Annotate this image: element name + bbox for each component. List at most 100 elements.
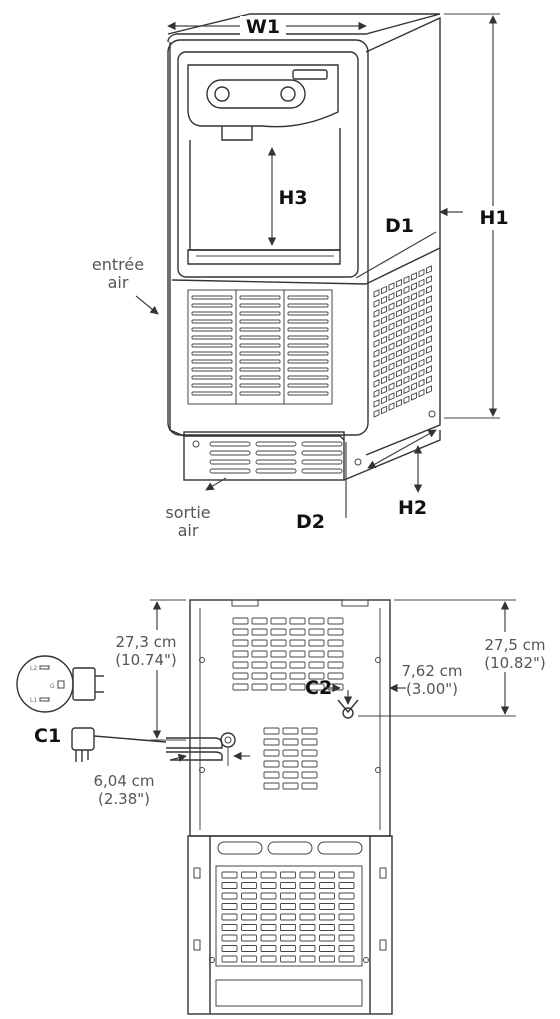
vent-slot [241, 882, 257, 889]
vent-slot [270, 639, 287, 647]
vent-slot [289, 683, 306, 691]
vent-slot [287, 391, 329, 396]
vent-slot [241, 955, 257, 963]
rear-base-frame [187, 835, 393, 1015]
side-vent-slot [381, 325, 387, 335]
vent-slot [301, 760, 318, 768]
vent-slot [327, 617, 344, 625]
vent-slot [299, 903, 316, 910]
side-vent-slot [403, 365, 410, 375]
side-vent-slot [373, 329, 380, 338]
side-vent-slot [411, 372, 417, 381]
side-vent-slot [418, 388, 425, 398]
vent-slot [308, 617, 325, 625]
vent-slot [287, 343, 329, 348]
vent-slot [301, 749, 318, 757]
vent-slot [260, 903, 277, 910]
c1-offset-imperial: (2.38") [98, 790, 150, 808]
vent-slot [287, 359, 329, 364]
left-height-imperial: (10.74") [115, 651, 177, 669]
vent-slot [280, 882, 296, 889]
vent-slot [282, 738, 299, 746]
vent-slot [260, 924, 277, 931]
side-vent-slot [418, 268, 425, 278]
vent-slot [289, 672, 306, 680]
vent-slot [287, 295, 329, 300]
vent-slot [282, 782, 299, 790]
vent-slot [241, 871, 257, 879]
vent-slot [319, 871, 335, 879]
side-vent [373, 265, 432, 418]
side-vent-slot [381, 375, 387, 385]
vent-slot [287, 311, 329, 316]
side-vent-slot [381, 395, 387, 405]
vent-slot [270, 628, 287, 636]
c1-offset-arrow-left [169, 753, 187, 762]
side-vent-slot [381, 295, 387, 305]
vent-slot [280, 913, 296, 921]
vent-slot [191, 375, 233, 380]
vent-slot [239, 383, 281, 388]
vent-slot [221, 903, 238, 910]
right-button-icon [280, 86, 296, 102]
vent-slot [270, 683, 287, 691]
side-vent-slot [426, 285, 432, 294]
side-vent-slot [373, 409, 380, 418]
vent-slot [251, 672, 268, 680]
side-vent-slot [388, 322, 395, 331]
vent-slot [299, 934, 316, 942]
side-vent-slot [411, 302, 417, 311]
side-vent-slot [411, 322, 417, 331]
vent-slot [338, 924, 355, 931]
side-vent-slot [381, 305, 387, 315]
side-vent-slot [418, 318, 425, 328]
air-intake-arrow [135, 295, 159, 315]
c2-offset-metric: 7,62 cm [401, 662, 462, 680]
side-vent-slot [381, 285, 387, 295]
side-vent-slot [411, 392, 417, 401]
vent-slot [319, 934, 335, 942]
vent-slot [191, 295, 233, 300]
vent-slot [319, 924, 335, 931]
side-vent-slot [411, 342, 417, 351]
vent-slot [260, 892, 277, 900]
side-vent-slot [373, 399, 380, 408]
side-vent-slot [373, 379, 380, 388]
vent-slot [280, 892, 296, 900]
vent-slot [241, 934, 257, 942]
side-vent-slot [381, 315, 387, 325]
vent-slot [191, 335, 233, 340]
base-vent [209, 441, 343, 474]
side-vent-slot [426, 325, 432, 334]
front-grille [187, 289, 333, 405]
vent-slot [239, 359, 281, 364]
vent-slot [239, 295, 281, 300]
side-vent-slot [388, 402, 395, 411]
side-vent-slot [418, 278, 425, 288]
vent-slot [338, 903, 355, 910]
vent-slot [287, 303, 329, 308]
vent-slot [270, 650, 287, 658]
side-vent-slot [411, 362, 417, 371]
vent-slot [270, 617, 287, 625]
vent-slot [241, 903, 257, 910]
side-vent-slot [373, 319, 380, 328]
vent-slot [241, 945, 257, 952]
vent-slot [191, 343, 233, 348]
vent-slot [299, 924, 316, 931]
vent-slot [299, 871, 316, 879]
base-frame [183, 431, 345, 481]
vent-slot [191, 359, 233, 364]
vent-slot [209, 459, 251, 465]
side-vent-slot [418, 368, 425, 378]
side-vent-slot [388, 342, 395, 351]
vent-slot [251, 639, 268, 647]
vent-slot [191, 327, 233, 332]
vent-slot [221, 913, 238, 921]
vent-slot [327, 639, 344, 647]
vent-slot [241, 924, 257, 931]
vent-slot [232, 661, 249, 669]
vent-slot [260, 945, 277, 952]
vent-slot [221, 871, 238, 879]
